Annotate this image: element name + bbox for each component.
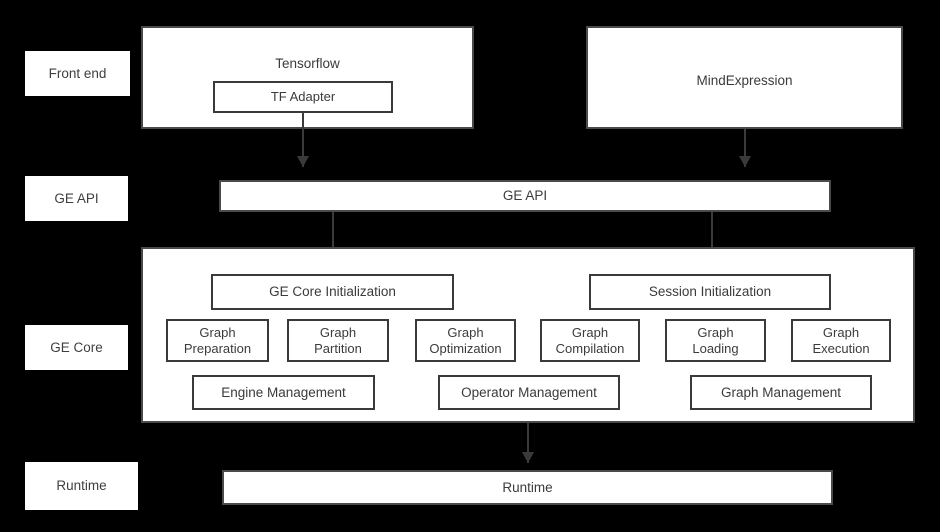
layer-label-ge-core-text: GE Core <box>50 339 103 355</box>
arrowhead-gecore-to-runtime <box>522 452 534 463</box>
tf-adapter-box[interactable]: TF Adapter <box>213 81 393 113</box>
layer-label-front-end-text: Front end <box>48 65 107 81</box>
graph-optimization-box[interactable]: Graph Optimization <box>415 319 516 362</box>
ge-api-bar-label: GE API <box>502 188 548 204</box>
ge-core-initialization-label: GE Core Initialization <box>269 284 396 300</box>
session-initialization-label: Session Initialization <box>648 284 772 300</box>
layer-label-ge-api: GE API <box>25 176 128 221</box>
engine-management-label: Engine Management <box>221 384 346 400</box>
arrowhead-mindexpression-to-geapi <box>739 156 751 167</box>
mindexpression-title: MindExpression <box>696 73 793 88</box>
graph-management-box[interactable]: Graph Management <box>690 375 872 410</box>
graph-compilation-label: Graph Compilation <box>555 325 625 356</box>
operator-management-label: Operator Management <box>461 384 597 400</box>
connector-geapi-to-gecoreinit <box>332 212 334 262</box>
tensorflow-title: Tensorflow <box>275 56 340 71</box>
connector-geapi-to-sessioninit <box>711 212 713 262</box>
session-initialization-box[interactable]: Session Initialization <box>589 274 831 310</box>
runtime-bar-label: Runtime <box>502 479 553 495</box>
graph-loading-box[interactable]: Graph Loading <box>665 319 766 362</box>
engine-management-box[interactable]: Engine Management <box>192 375 375 410</box>
layer-label-runtime-text: Runtime <box>56 478 107 494</box>
tf-adapter-label: TF Adapter <box>270 89 336 105</box>
graph-loading-label: Graph Loading <box>692 325 739 356</box>
connector-mindexpression-to-geapi <box>744 129 746 167</box>
connector-tfadapter-to-geapi <box>302 113 304 167</box>
layer-label-front-end: Front end <box>25 51 130 96</box>
arrowhead-tfadapter-to-geapi <box>297 156 309 167</box>
graph-partition-label: Graph Partition <box>314 325 362 356</box>
graph-preparation-label: Graph Preparation <box>183 325 252 356</box>
layer-label-ge-api-text: GE API <box>54 190 99 206</box>
graph-optimization-label: Graph Optimization <box>429 325 502 356</box>
operator-management-box[interactable]: Operator Management <box>438 375 620 410</box>
graph-partition-box[interactable]: Graph Partition <box>287 319 389 362</box>
graph-execution-label: Graph Execution <box>812 325 870 356</box>
graph-preparation-box[interactable]: Graph Preparation <box>166 319 269 362</box>
runtime-bar[interactable]: Runtime <box>222 470 833 505</box>
frontend-panel-tensorflow: Tensorflow <box>141 26 474 129</box>
ge-api-bar[interactable]: GE API <box>219 180 831 212</box>
layer-label-runtime: Runtime <box>25 462 138 510</box>
ge-core-initialization-box[interactable]: GE Core Initialization <box>211 274 454 310</box>
layer-label-ge-core: GE Core <box>25 325 128 370</box>
graph-management-label: Graph Management <box>720 384 842 400</box>
frontend-panel-mindexpression: MindExpression <box>586 26 903 129</box>
graph-compilation-box[interactable]: Graph Compilation <box>540 319 640 362</box>
graph-execution-box[interactable]: Graph Execution <box>791 319 891 362</box>
connector-gecore-to-runtime <box>527 423 529 463</box>
